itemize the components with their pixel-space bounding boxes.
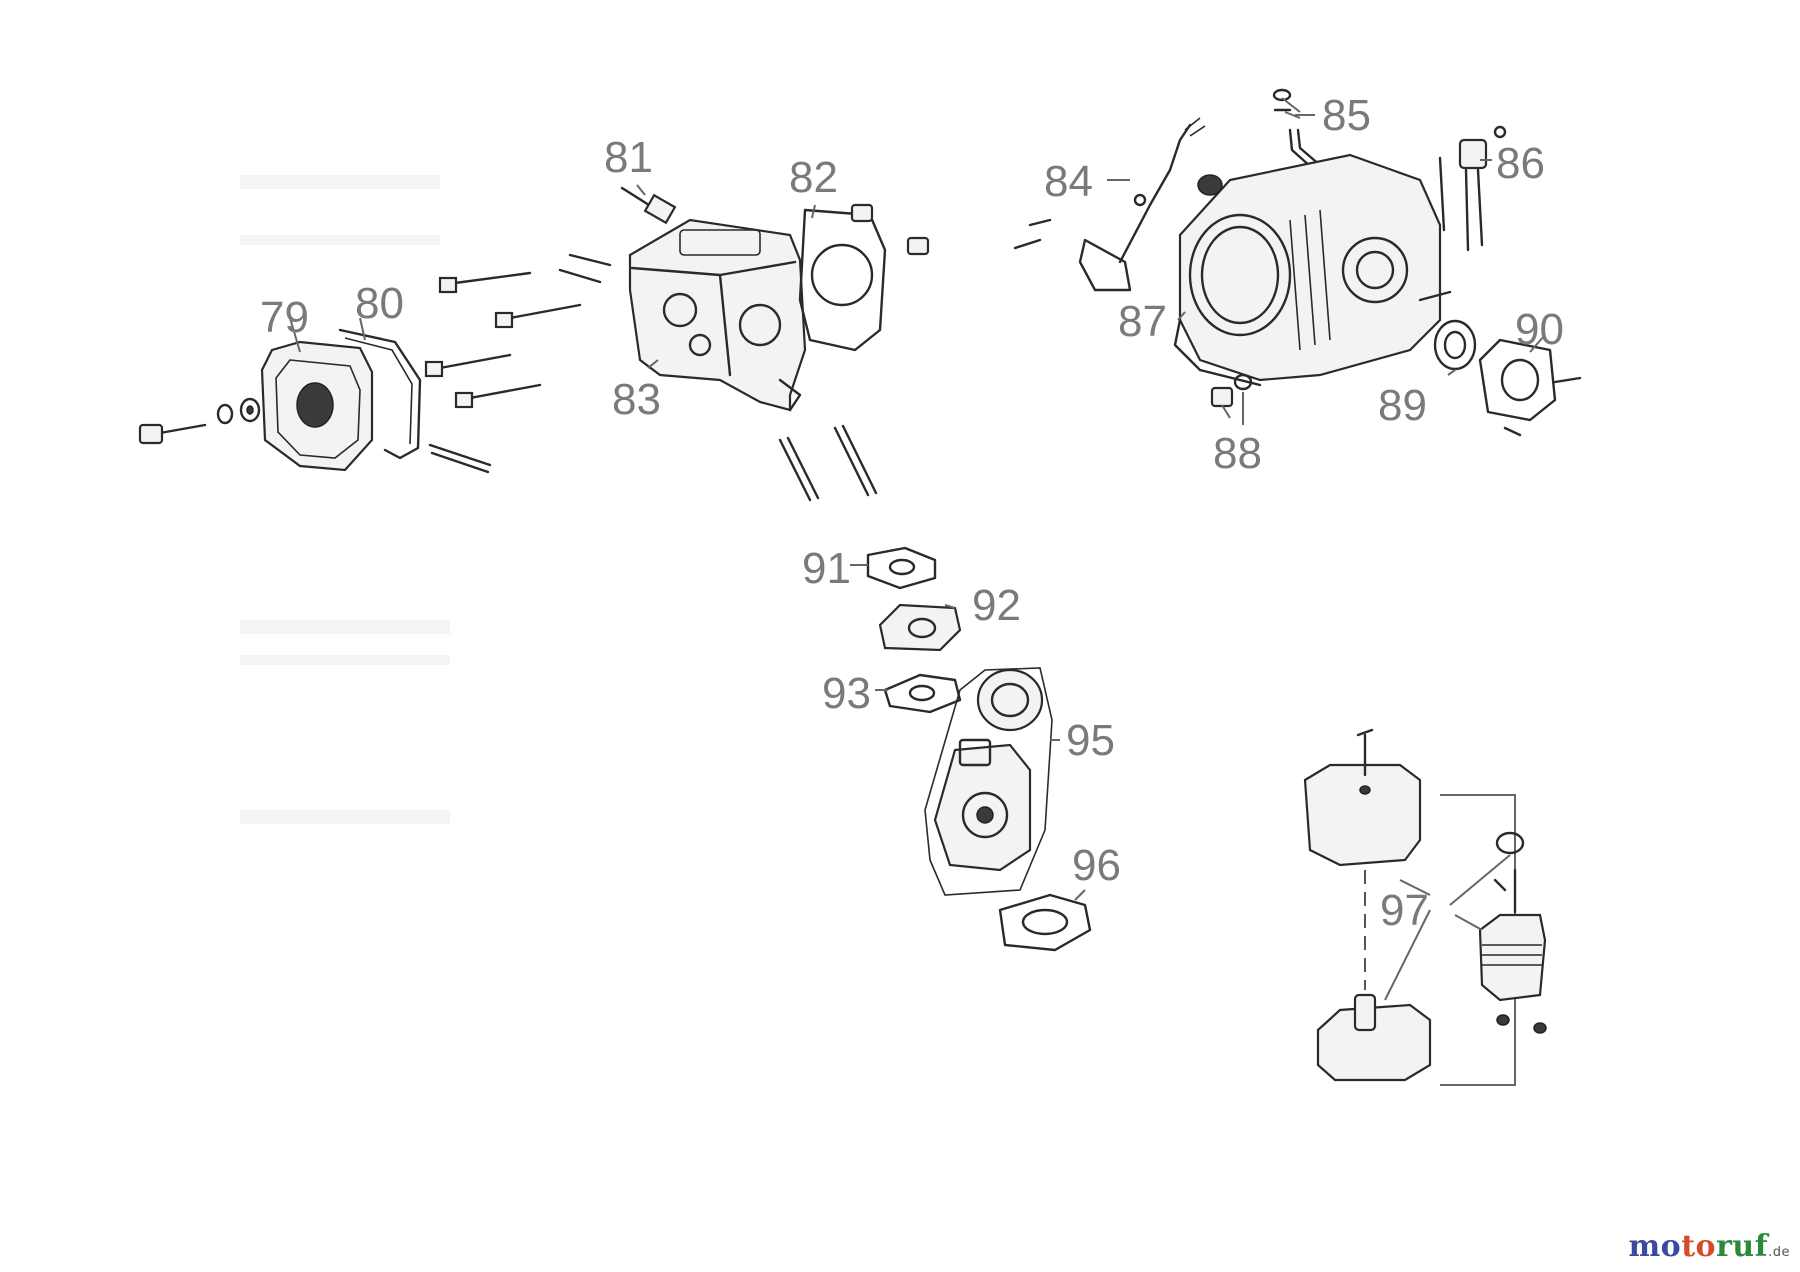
logo-part-3: ruf: [1716, 1229, 1769, 1264]
callout-84: 84: [1044, 157, 1093, 206]
part-95-carburetor: [924, 667, 1053, 896]
callout-92: 92: [972, 581, 1021, 630]
logo-part-2: to: [1681, 1229, 1717, 1264]
head-bolts: [424, 253, 612, 409]
part-81-spark-plug: [620, 186, 677, 225]
callout-95: 95: [1066, 716, 1115, 765]
part-79-valve-cover: [138, 340, 374, 472]
callout-85: 85: [1322, 91, 1371, 140]
callout-80: 80: [355, 279, 404, 328]
callout-86: 86: [1496, 139, 1545, 188]
part-83-cylinder-head: [628, 218, 878, 502]
part-84-ignition-coil: [1013, 117, 1206, 292]
callout-87: 87: [1118, 297, 1167, 346]
logo-tld: .de: [1768, 1245, 1790, 1260]
part-91-gasket: [866, 546, 937, 590]
part-93-gasket: [883, 673, 962, 714]
part-86-oil-sensor: [1438, 125, 1507, 252]
part-97-air-cleaner: [1303, 728, 1547, 1086]
callout-93: 93: [822, 669, 871, 718]
part-89-oil-seal: [1433, 319, 1477, 371]
part-92-insulator: [878, 603, 962, 652]
callout-96: 96: [1072, 841, 1121, 890]
part-90-cover-plate: [1478, 338, 1582, 437]
callout-79: 79: [260, 293, 309, 342]
callout-97: 97: [1380, 886, 1429, 935]
callout-88: 88: [1213, 429, 1262, 478]
part-88-drain-bolt: [1210, 373, 1253, 408]
part-87-crankcase: [1173, 153, 1452, 387]
part-80-gasket: [338, 328, 492, 474]
callout-81: 81: [604, 133, 653, 182]
callout-83: 83: [612, 375, 661, 424]
callout-89: 89: [1378, 381, 1427, 430]
callout-91: 91: [802, 544, 851, 593]
callout-90: 90: [1515, 305, 1564, 354]
leader-lines: [289, 97, 1546, 1001]
logo-part-1: mo: [1628, 1229, 1682, 1264]
ghost-blocks: [240, 175, 450, 824]
callout-82: 82: [789, 153, 838, 202]
part-82-head-gasket: [798, 203, 930, 352]
motoruf-logo: motoruf.de: [1628, 1229, 1790, 1264]
part-96-gasket: [998, 893, 1092, 952]
callouts: 79 80 81 82 83 84 85 86 87 88 89 90 91 9…: [260, 91, 1564, 935]
